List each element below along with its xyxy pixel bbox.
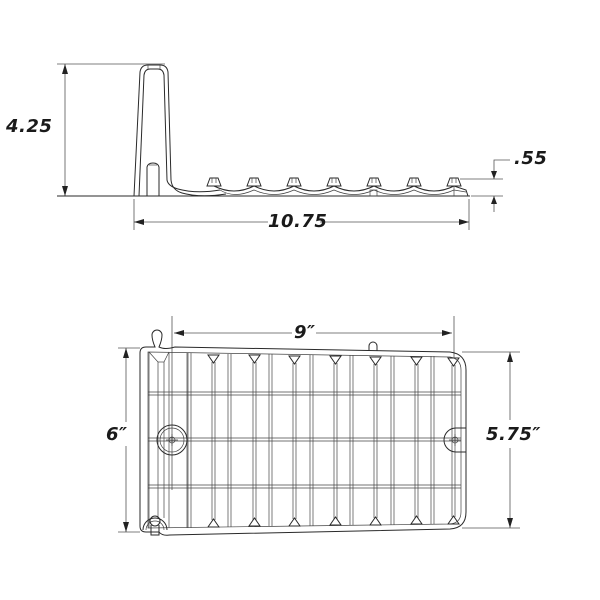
keyhole bbox=[142, 515, 168, 536]
right-mount-slot bbox=[443, 427, 466, 453]
cleats bbox=[206, 177, 469, 197]
left-width-dimension-label: 6″ bbox=[106, 424, 128, 445]
height-dimension-label: 4.25 bbox=[6, 116, 53, 137]
side-view bbox=[57, 63, 510, 230]
span-dimension-label: 9″ bbox=[294, 322, 316, 343]
length-dimension-label: 10.75 bbox=[268, 211, 328, 232]
right-width-dimension-label: 5.75″ bbox=[486, 424, 541, 445]
cleat-height-dimension-label: .55 bbox=[514, 148, 548, 169]
top-view bbox=[118, 316, 520, 536]
left-mount-hole bbox=[156, 424, 188, 456]
